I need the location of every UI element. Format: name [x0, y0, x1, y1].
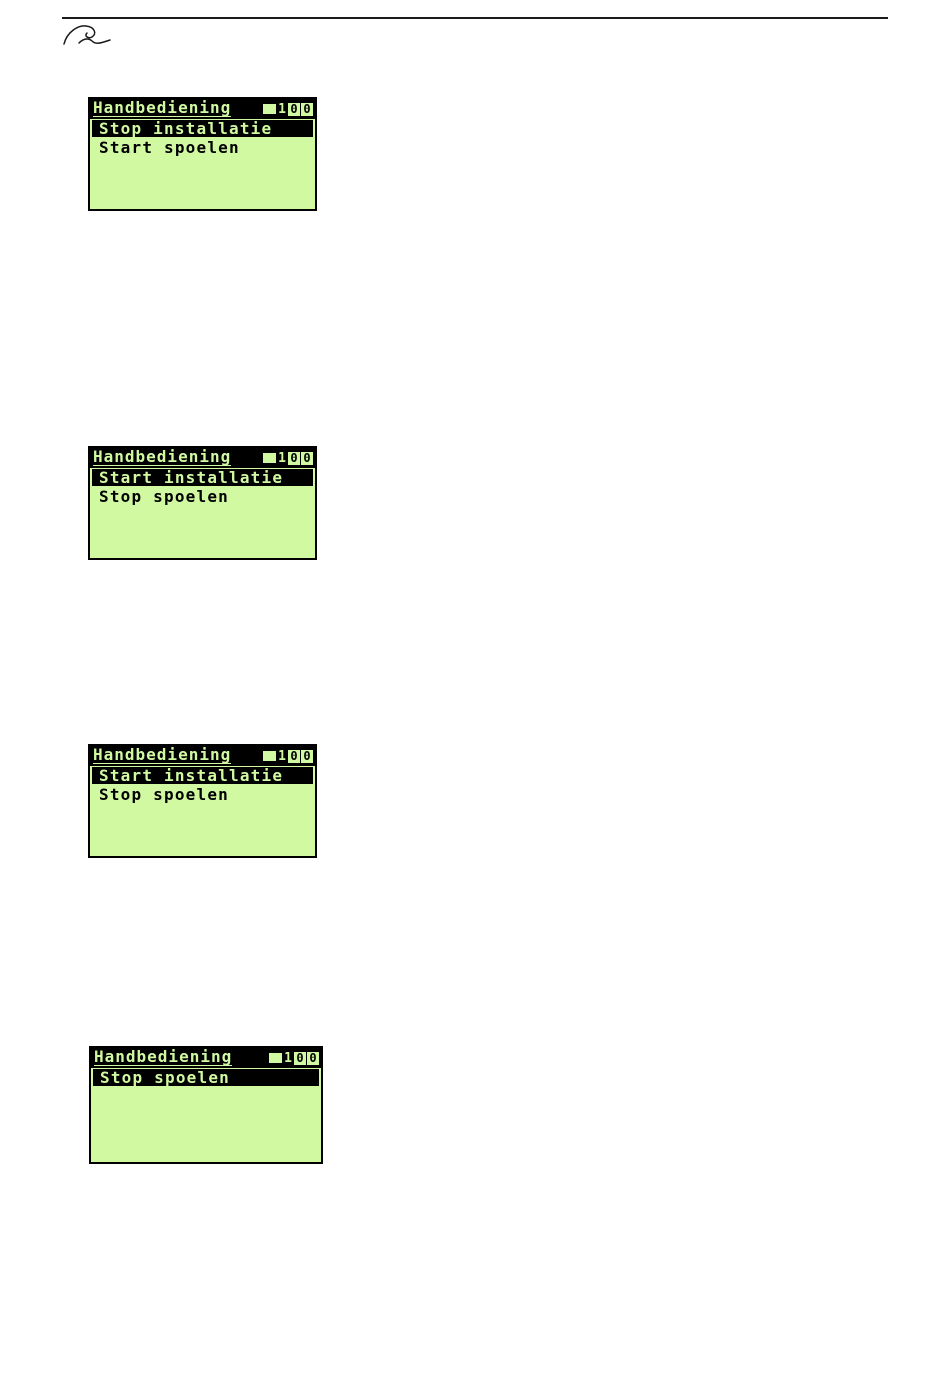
- meter-digit: 1: [278, 450, 286, 466]
- lcd-screen-1: Handbediening 1 0 0 Stop installatie Sta…: [88, 97, 317, 211]
- menu-item-stop-spoelen: Stop spoelen: [99, 786, 229, 803]
- battery-indicator: 1 0 0: [263, 101, 313, 117]
- meter-digit-box: 0: [294, 1051, 306, 1065]
- menu-item-stop-spoelen: Stop spoelen: [99, 488, 229, 505]
- menu-item-stop-installatie: Stop installatie: [92, 120, 313, 137]
- meter-digit: 1: [278, 748, 286, 764]
- meter-digit: 1: [284, 1050, 292, 1066]
- lcd-title: Handbediening: [94, 1047, 233, 1066]
- battery-indicator: 1 0 0: [263, 748, 313, 764]
- lcd-screen-3: Handbediening 1 0 0 Start installatie St…: [88, 744, 317, 858]
- lcd-title-bar: Handbediening 1 0 0: [91, 1048, 321, 1068]
- battery-indicator: 1 0 0: [269, 1050, 319, 1066]
- meter-digit-box: 0: [288, 749, 300, 763]
- meter-digit-box: 0: [301, 102, 313, 116]
- lcd-title-bar: Handbediening 1 0 0: [90, 99, 315, 119]
- meter-digit-box: 0: [307, 1051, 319, 1065]
- wave-logo-icon: [62, 23, 112, 47]
- battery-block-icon: [269, 1053, 283, 1063]
- lcd-title: Handbediening: [93, 745, 232, 764]
- lcd-title-bar: Handbediening 1 0 0: [90, 448, 315, 468]
- menu-item-start-spoelen: Start spoelen: [99, 139, 240, 156]
- lcd-screen-2: Handbediening 1 0 0 Start installatie St…: [88, 446, 317, 560]
- battery-block-icon: [263, 104, 277, 114]
- battery-block-icon: [263, 751, 277, 761]
- meter-digit-box: 0: [301, 749, 313, 763]
- menu-item-start-installatie: Start installatie: [92, 469, 313, 486]
- menu-item-stop-spoelen: Stop spoelen: [93, 1069, 319, 1086]
- lcd-title: Handbediening: [93, 447, 232, 466]
- meter-digit: 1: [278, 101, 286, 117]
- battery-indicator: 1 0 0: [263, 450, 313, 466]
- meter-digit-box: 0: [288, 102, 300, 116]
- lcd-title-bar: Handbediening 1 0 0: [90, 746, 315, 766]
- lcd-screen-4: Handbediening 1 0 0 Stop spoelen: [89, 1046, 323, 1164]
- header-rule: [62, 17, 888, 19]
- lcd-title: Handbediening: [93, 98, 232, 117]
- battery-block-icon: [263, 453, 277, 463]
- menu-item-start-installatie: Start installatie: [92, 767, 313, 784]
- meter-digit-box: 0: [301, 451, 313, 465]
- meter-digit-box: 0: [288, 451, 300, 465]
